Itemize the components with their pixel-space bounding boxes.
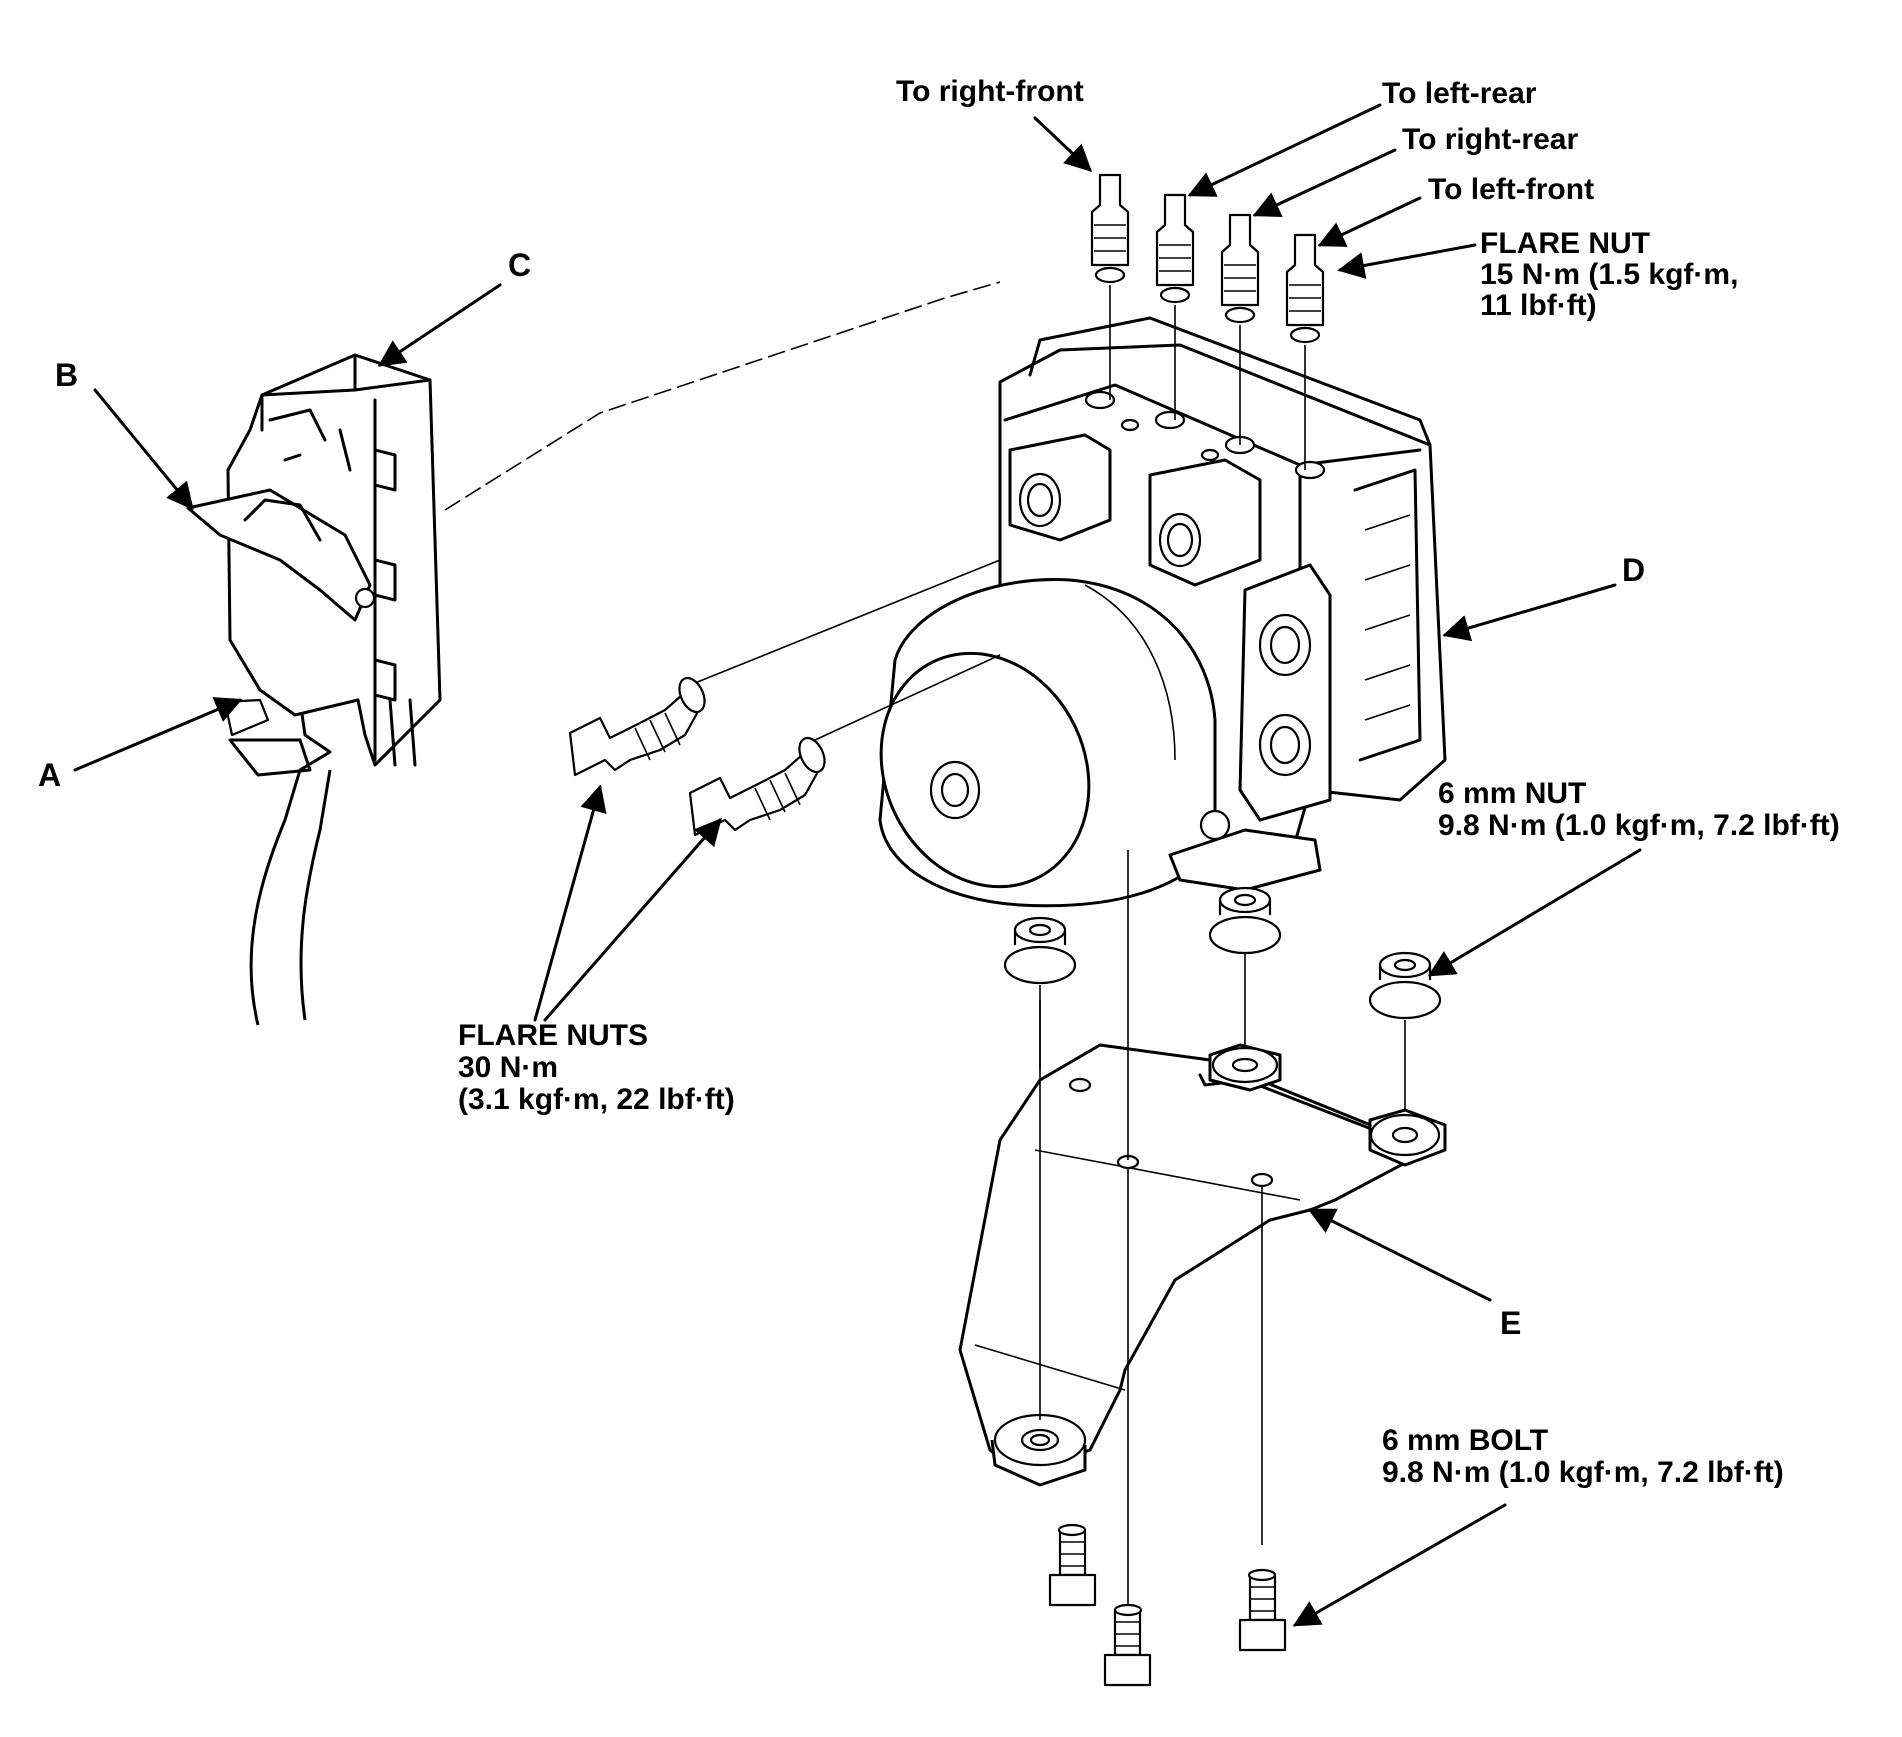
- bolt-6mm-callout-spec: 9.8 N·m (1.0 kgf·m, 7.2 lbf·ft): [1382, 1456, 1784, 1489]
- leader-arrows: [73, 103, 1642, 1627]
- side-flare-nut-2: [688, 736, 826, 837]
- mounting-bolts: [1048, 1523, 1287, 1687]
- mounting-nut-2: [1208, 886, 1282, 955]
- label-e: E: [1500, 1305, 1522, 1341]
- mounting-nut-1: [1003, 916, 1077, 985]
- flare-nut-callout-spec-1: 15 N·m (1.5 kgf·m,: [1480, 258, 1739, 291]
- label-b: B: [55, 357, 79, 393]
- bolt-6mm-callout-title: 6 mm BOLT: [1382, 1424, 1549, 1457]
- flare-nut-callout-title: FLARE NUT: [1480, 227, 1650, 260]
- nut-6mm-callout-title: 6 mm NUT: [1438, 777, 1587, 810]
- flare-nut-right-front: [1090, 173, 1130, 284]
- flare-nuts-callout-spec-1: 30 N·m: [458, 1051, 559, 1084]
- flare-nuts-callout-spec-2: (3.1 kgf·m, 22 lbf·ft): [458, 1083, 735, 1116]
- label-d: D: [1622, 552, 1646, 588]
- side-flare-nuts: [568, 559, 1001, 837]
- label-a: A: [38, 757, 62, 793]
- bracket-e: [958, 850, 1447, 1620]
- nut-6mm-callout-spec: 9.8 N·m (1.0 kgf·m, 7.2 lbf·ft): [1438, 809, 1840, 842]
- flare-nut-callout-spec-2: 11 lbf·ft): [1480, 289, 1597, 322]
- side-flare-nut-1: [568, 676, 706, 777]
- mounting-bolt-1: [1048, 1523, 1097, 1607]
- label-to-left-front: To left-front: [1428, 173, 1595, 206]
- mounting-nuts: [1003, 886, 1442, 1110]
- label-c: C: [508, 247, 532, 283]
- flare-nut-right-rear: [1220, 213, 1260, 324]
- flare-nut-left-front: [1285, 233, 1325, 344]
- modulator-unit-d: [878, 316, 1447, 908]
- flare-nuts-callout-title: FLARE NUTS: [458, 1019, 648, 1052]
- flare-nut-left-rear: [1155, 193, 1195, 304]
- label-to-left-rear: To left-rear: [1382, 77, 1537, 110]
- mounting-bolt-2: [1103, 1603, 1152, 1687]
- connector-c: [186, 353, 442, 1026]
- top-flare-nuts: [1090, 173, 1325, 470]
- mounting-bolt-3: [1238, 1568, 1287, 1652]
- mounting-nut-3: [1368, 951, 1442, 1020]
- label-to-right-front: To right-front: [896, 75, 1084, 108]
- label-to-right-rear: To right-rear: [1402, 123, 1579, 156]
